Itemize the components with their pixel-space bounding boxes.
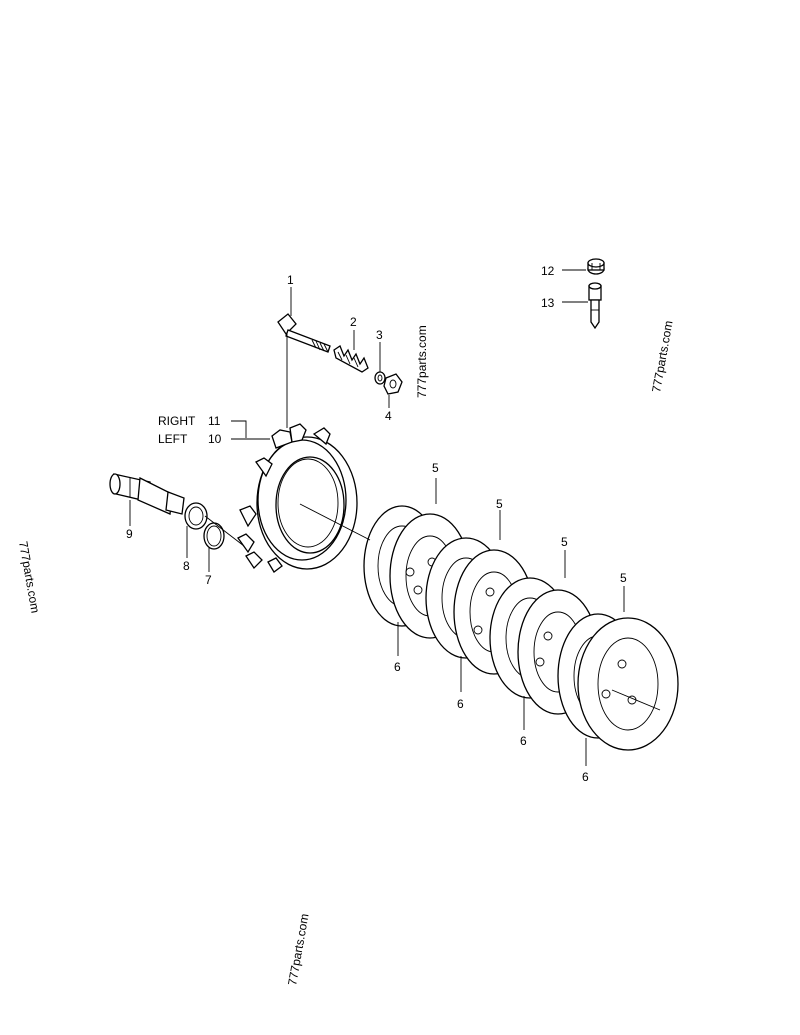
watermark-top-right: 777parts.com: [649, 319, 675, 393]
callout-5-a: 5: [432, 461, 439, 475]
part-10-11-hub: [237, 423, 358, 573]
callout-7: 7: [205, 573, 212, 587]
callout-5-d: 5: [620, 571, 627, 585]
part-12-cap: [587, 258, 605, 275]
callout-6-a: 6: [394, 660, 401, 674]
callout-13: 13: [541, 296, 555, 310]
watermark-top-center: 777parts.com: [415, 325, 429, 398]
callout-3: 3: [376, 328, 383, 342]
part-4-nut: [383, 373, 403, 395]
callout-9: 9: [126, 527, 133, 541]
callout-4: 4: [385, 409, 392, 423]
callout-5-b: 5: [496, 497, 503, 511]
callout-6-b: 6: [457, 697, 464, 711]
part-3-washer: [374, 371, 386, 385]
part-9-shaft: [109, 473, 185, 515]
callout-8: 8: [183, 559, 190, 573]
callout-6-d: 6: [582, 770, 589, 784]
clutch-plate-pair-4: [557, 613, 679, 751]
callout-11: 11: [208, 414, 221, 428]
part-2-spring: [333, 345, 369, 373]
watermark-left: 777parts.com: [16, 540, 42, 614]
callout-12: 12: [541, 264, 555, 278]
part-8-ring: [184, 502, 208, 530]
callout-5-c: 5: [561, 535, 568, 549]
callout-1: 1: [287, 273, 294, 287]
label-left: LEFT: [158, 432, 188, 446]
part-1-bolt: [277, 313, 331, 353]
callout-6-c: 6: [520, 734, 527, 748]
callout-10: 10: [208, 432, 222, 446]
callout-2: 2: [350, 315, 357, 329]
part-13-pin: [588, 282, 602, 330]
part-7-oring: [203, 522, 225, 550]
watermark-bottom: 777parts.com: [285, 912, 311, 986]
label-right: RIGHT: [158, 414, 196, 428]
